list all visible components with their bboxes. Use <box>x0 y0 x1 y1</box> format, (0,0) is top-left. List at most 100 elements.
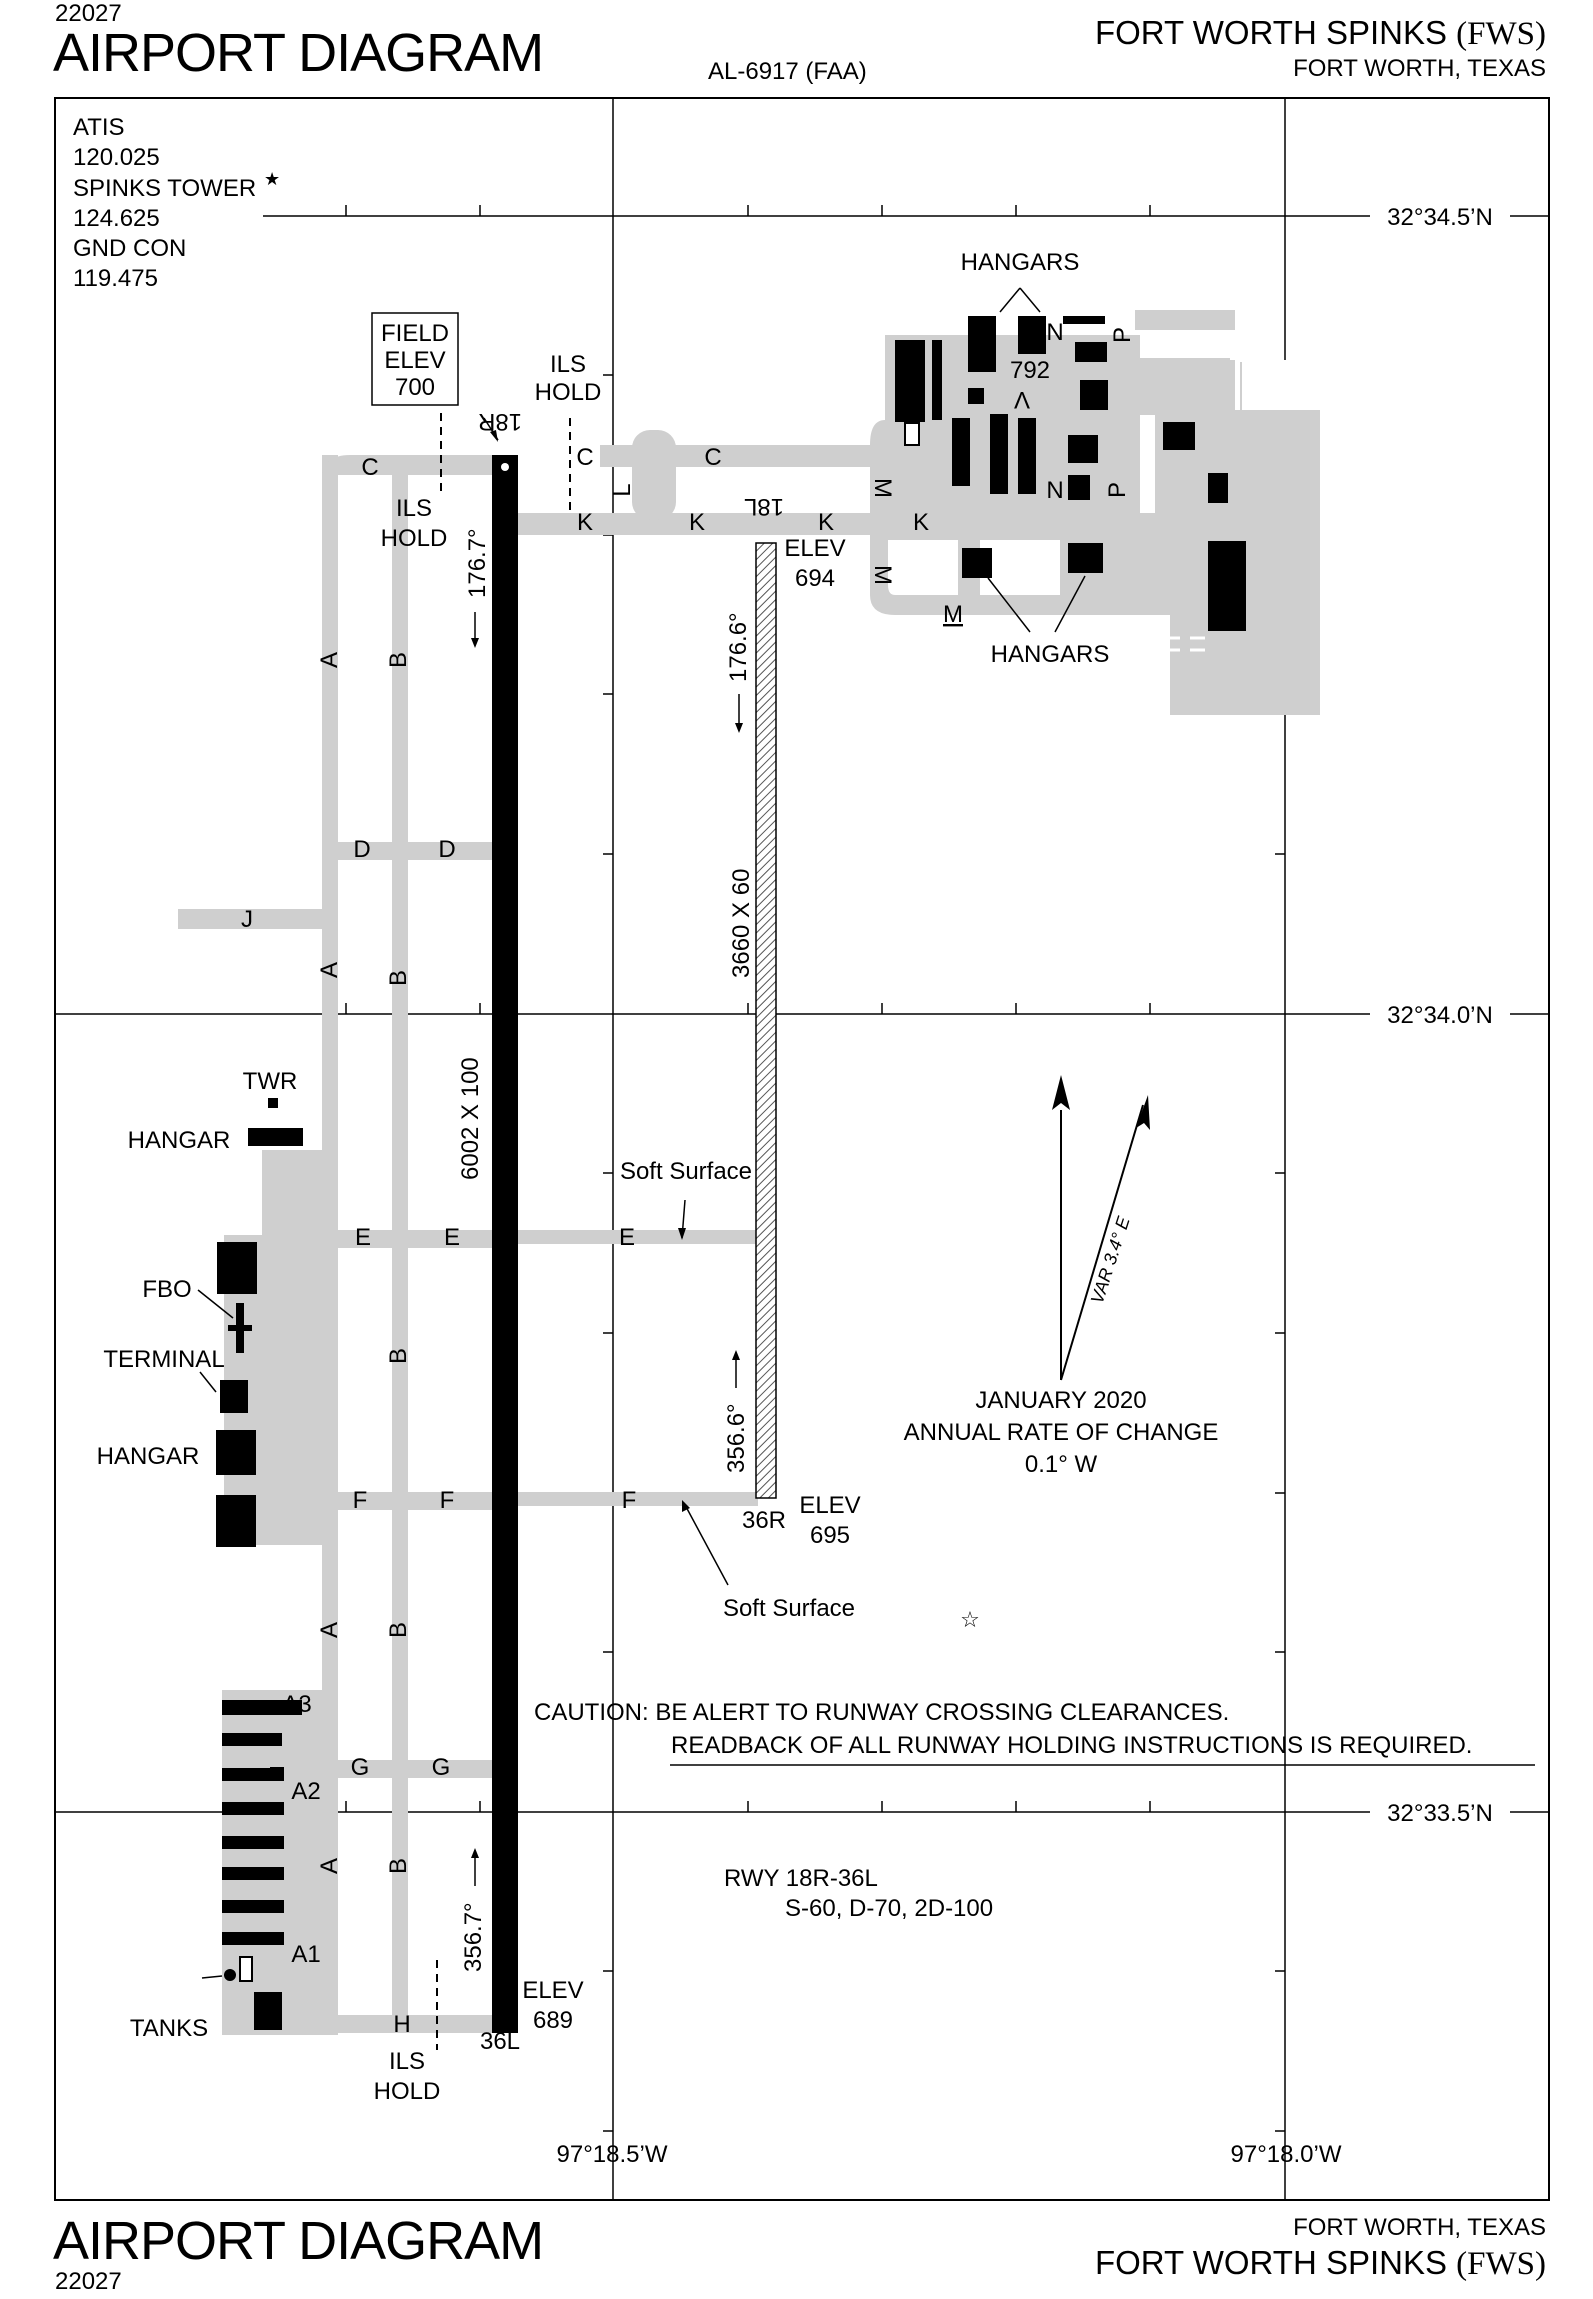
field-elev-value: 700 <box>395 374 435 401</box>
ils-hold-s-2: HOLD <box>374 2078 441 2105</box>
twy-label-a-4: A <box>316 1858 343 1874</box>
mag-date: JANUARY 2020 <box>975 1387 1146 1414</box>
twy-label-k-2: K <box>689 509 705 536</box>
tower-freq: 124.625 <box>73 205 160 232</box>
main-apron <box>262 1150 322 1545</box>
chart-labels: ATIS 120.025 SPINKS TOWER 124.625 GND CO… <box>73 114 1493 2168</box>
tank-dot <box>224 1969 236 1981</box>
rwy-strength-line1: RWY 18R-36L <box>724 1865 878 1892</box>
leader-soft-surface-s <box>683 1502 729 1586</box>
taxiway-f-east <box>518 1492 758 1506</box>
twy-label-b-4: B <box>385 1622 412 1638</box>
soft-surface-label-n: Soft Surface <box>620 1158 752 1185</box>
taxiway-e-east <box>518 1230 758 1244</box>
terminal-label: TERMINAL <box>103 1346 224 1373</box>
leader-hangars-se-1 <box>987 577 1031 633</box>
rwy-18r-label: 18R <box>478 408 522 435</box>
twy-label-b-2: B <box>385 970 412 986</box>
twy-label-c-west: C <box>361 454 378 481</box>
twy-label-f-2: F <box>440 1487 455 1514</box>
field-elev-line2: ELEV <box>384 347 445 374</box>
rwy-18l-label: 18L <box>744 493 784 520</box>
rwy-soft-hdg-north: 356.6° <box>723 1403 750 1473</box>
ils-hold-nw-1: ILS <box>396 495 432 522</box>
twy-label-b-5: B <box>385 1858 412 1874</box>
footer-airport-name-text: FORT WORTH SPINKS <box>1094 2244 1447 2281</box>
elev-792: 792 <box>1010 357 1050 384</box>
gnd-freq: 119.475 <box>73 265 158 292</box>
soft-surface-label-s: Soft Surface <box>723 1595 855 1622</box>
twy-label-c-2: C <box>704 444 721 471</box>
footer-airport-name: FORT WORTH SPINKS (FWS) <box>1095 2244 1546 2283</box>
chart-cycle: 22027 <box>55 0 122 27</box>
leader-fbo <box>197 1289 234 1319</box>
ils-hold-nw-2: HOLD <box>381 525 448 552</box>
leader-arrowheads <box>490 430 690 1512</box>
twy-label-m-1: M <box>869 478 896 498</box>
taxiway-e-west <box>322 1230 492 1248</box>
leader-terminal <box>199 1371 217 1393</box>
twy-label-v: V <box>1014 386 1030 413</box>
leader-hangars-ne-1 <box>999 287 1021 313</box>
taxiway-d <box>322 842 492 860</box>
rwy-36r-label: 36R <box>742 1507 786 1534</box>
rwy-soft-dimensions: 3660 X 60 <box>728 869 755 978</box>
diagram-frame <box>54 97 1550 2201</box>
taxiway-j <box>178 909 322 929</box>
ils-hold-ne-2: HOLD <box>535 379 602 406</box>
twy-label-g-2: G <box>432 1754 451 1781</box>
tower-label: SPINKS TOWER <box>73 175 256 202</box>
leader-tanks <box>201 1975 223 1979</box>
rwy-36r-elev-label: ELEV <box>799 1492 860 1519</box>
rwy-strength-line2: S-60, D-70, 2D-100 <box>785 1895 993 1922</box>
twy-label-k-4: K <box>913 509 929 536</box>
beacon-star-icon: ☆ <box>960 1607 980 1632</box>
twy-label-a-1: A <box>316 652 343 668</box>
twy-label-a3: A3 <box>282 1691 311 1718</box>
twy-label-c-1: C <box>576 444 593 471</box>
airport-id: (FWS) <box>1456 16 1546 52</box>
twy-label-k-3: K <box>818 509 834 536</box>
twy-label-b-3: B <box>385 1348 412 1364</box>
atis-label: ATIS <box>73 114 125 141</box>
rwy-36l-elev-label: ELEV <box>522 1977 583 2004</box>
footer-airport-id: (FWS) <box>1456 2246 1546 2282</box>
rwy-main-hdg-north: 356.7° <box>460 1902 487 1972</box>
twy-label-p-2: P <box>1104 482 1131 498</box>
gnd-label: GND CON <box>73 235 186 262</box>
terminal-building <box>220 1380 248 1413</box>
footer-cycle: 22027 <box>55 2268 122 2295</box>
page-title: AIRPORT DIAGRAM <box>53 23 544 83</box>
twy-label-d-2: D <box>438 836 455 863</box>
lat-34-0: 32°34.0’N <box>1387 1002 1493 1029</box>
twy-label-p-1: P <box>1109 327 1136 343</box>
field-elev-box <box>371 312 459 406</box>
leader-lines <box>197 287 1086 1979</box>
tower-star-icon: ★ <box>264 169 280 189</box>
fbo-building <box>217 1242 257 1294</box>
taxiway-l <box>632 430 676 520</box>
twy-label-e-2: E <box>444 1224 460 1251</box>
lat-34-5: 32°34.5’N <box>1387 204 1493 231</box>
twy-label-n-1: N <box>1046 319 1063 346</box>
runway-18l-36r <box>755 542 777 1499</box>
twy-label-k-1: K <box>577 509 593 536</box>
grid-ticks <box>345 205 1285 2132</box>
leader-hangars-se-2 <box>1054 575 1086 633</box>
atis-freq: 120.025 <box>73 144 160 171</box>
ils-hold-lines <box>436 413 571 2050</box>
twy-label-j: J <box>241 906 253 933</box>
east-apron-markings <box>1140 636 1205 652</box>
magnetic-north-head <box>1136 1095 1150 1130</box>
hangar-label-south: HANGAR <box>97 1443 200 1470</box>
twy-label-a-3: A <box>316 1622 343 1638</box>
twy-label-f-1: F <box>353 1487 368 1514</box>
lon-18-0: 97°18.0’W <box>1231 2141 1342 2168</box>
twy-label-e-3: E <box>619 1224 635 1251</box>
footer-title: AIRPORT DIAGRAM <box>53 2211 544 2271</box>
magnetic-north-line <box>1060 1104 1144 1381</box>
ils-hold-ne-1: ILS <box>550 351 586 378</box>
taxiway-g <box>322 1760 492 1778</box>
hangars-label-ne: HANGARS <box>961 249 1080 276</box>
twy-label-l: L <box>609 483 636 496</box>
